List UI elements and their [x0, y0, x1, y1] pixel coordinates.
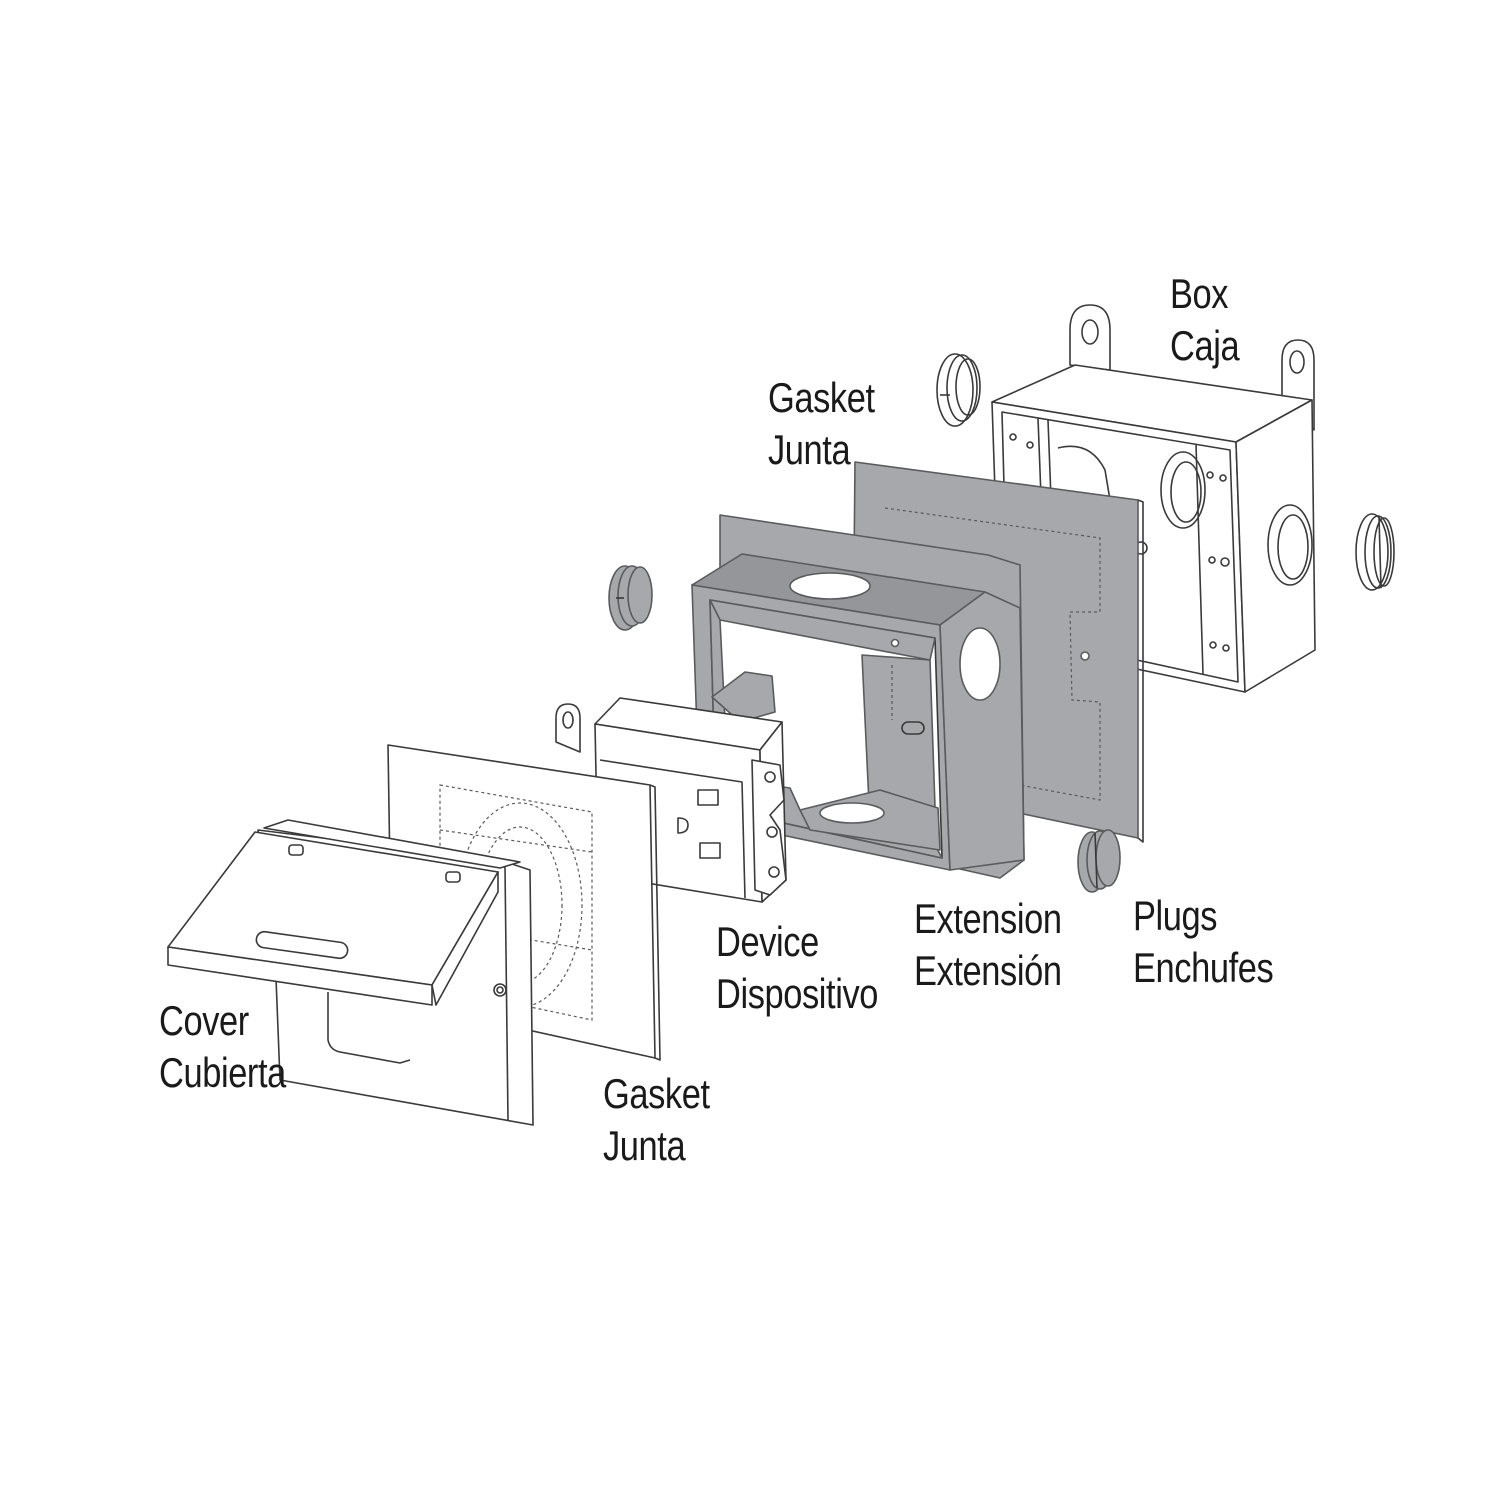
label-box-en: Box: [1170, 270, 1229, 317]
label-plugs-es: Enchufes: [1133, 944, 1274, 991]
plug-left: [608, 565, 653, 631]
label-extension: Extension Extensión: [914, 893, 1062, 997]
label-rear-gasket-es: Junta: [768, 426, 851, 473]
label-extension-es: Extensión: [914, 947, 1062, 994]
label-rear-gasket-en: Gasket: [768, 374, 875, 421]
label-box-es: Caja: [1170, 322, 1240, 369]
label-cover-en: Cover: [159, 997, 249, 1044]
label-box: Box Caja: [1170, 268, 1240, 372]
label-extension-en: Extension: [914, 895, 1062, 942]
label-cover-es: Cubierta: [159, 1049, 286, 1096]
cover-part: [167, 819, 534, 1126]
plug-top-left: [936, 353, 981, 427]
label-front-gasket-en: Gasket: [603, 1070, 710, 1117]
label-front-gasket-es: Junta: [603, 1122, 686, 1169]
label-rear-gasket: Gasket Junta: [768, 372, 875, 476]
label-device-es: Dispositivo: [716, 970, 879, 1017]
label-device: Device Dispositivo: [716, 916, 878, 1020]
label-front-gasket: Gasket Junta: [603, 1068, 710, 1172]
label-cover: Cover Cubierta: [159, 995, 286, 1099]
plug-bottom: [1077, 829, 1121, 893]
label-plugs-en: Plugs: [1133, 892, 1218, 939]
plug-right: [1355, 513, 1395, 591]
label-device-en: Device: [716, 918, 819, 965]
label-plugs: Plugs Enchufes: [1133, 890, 1274, 994]
